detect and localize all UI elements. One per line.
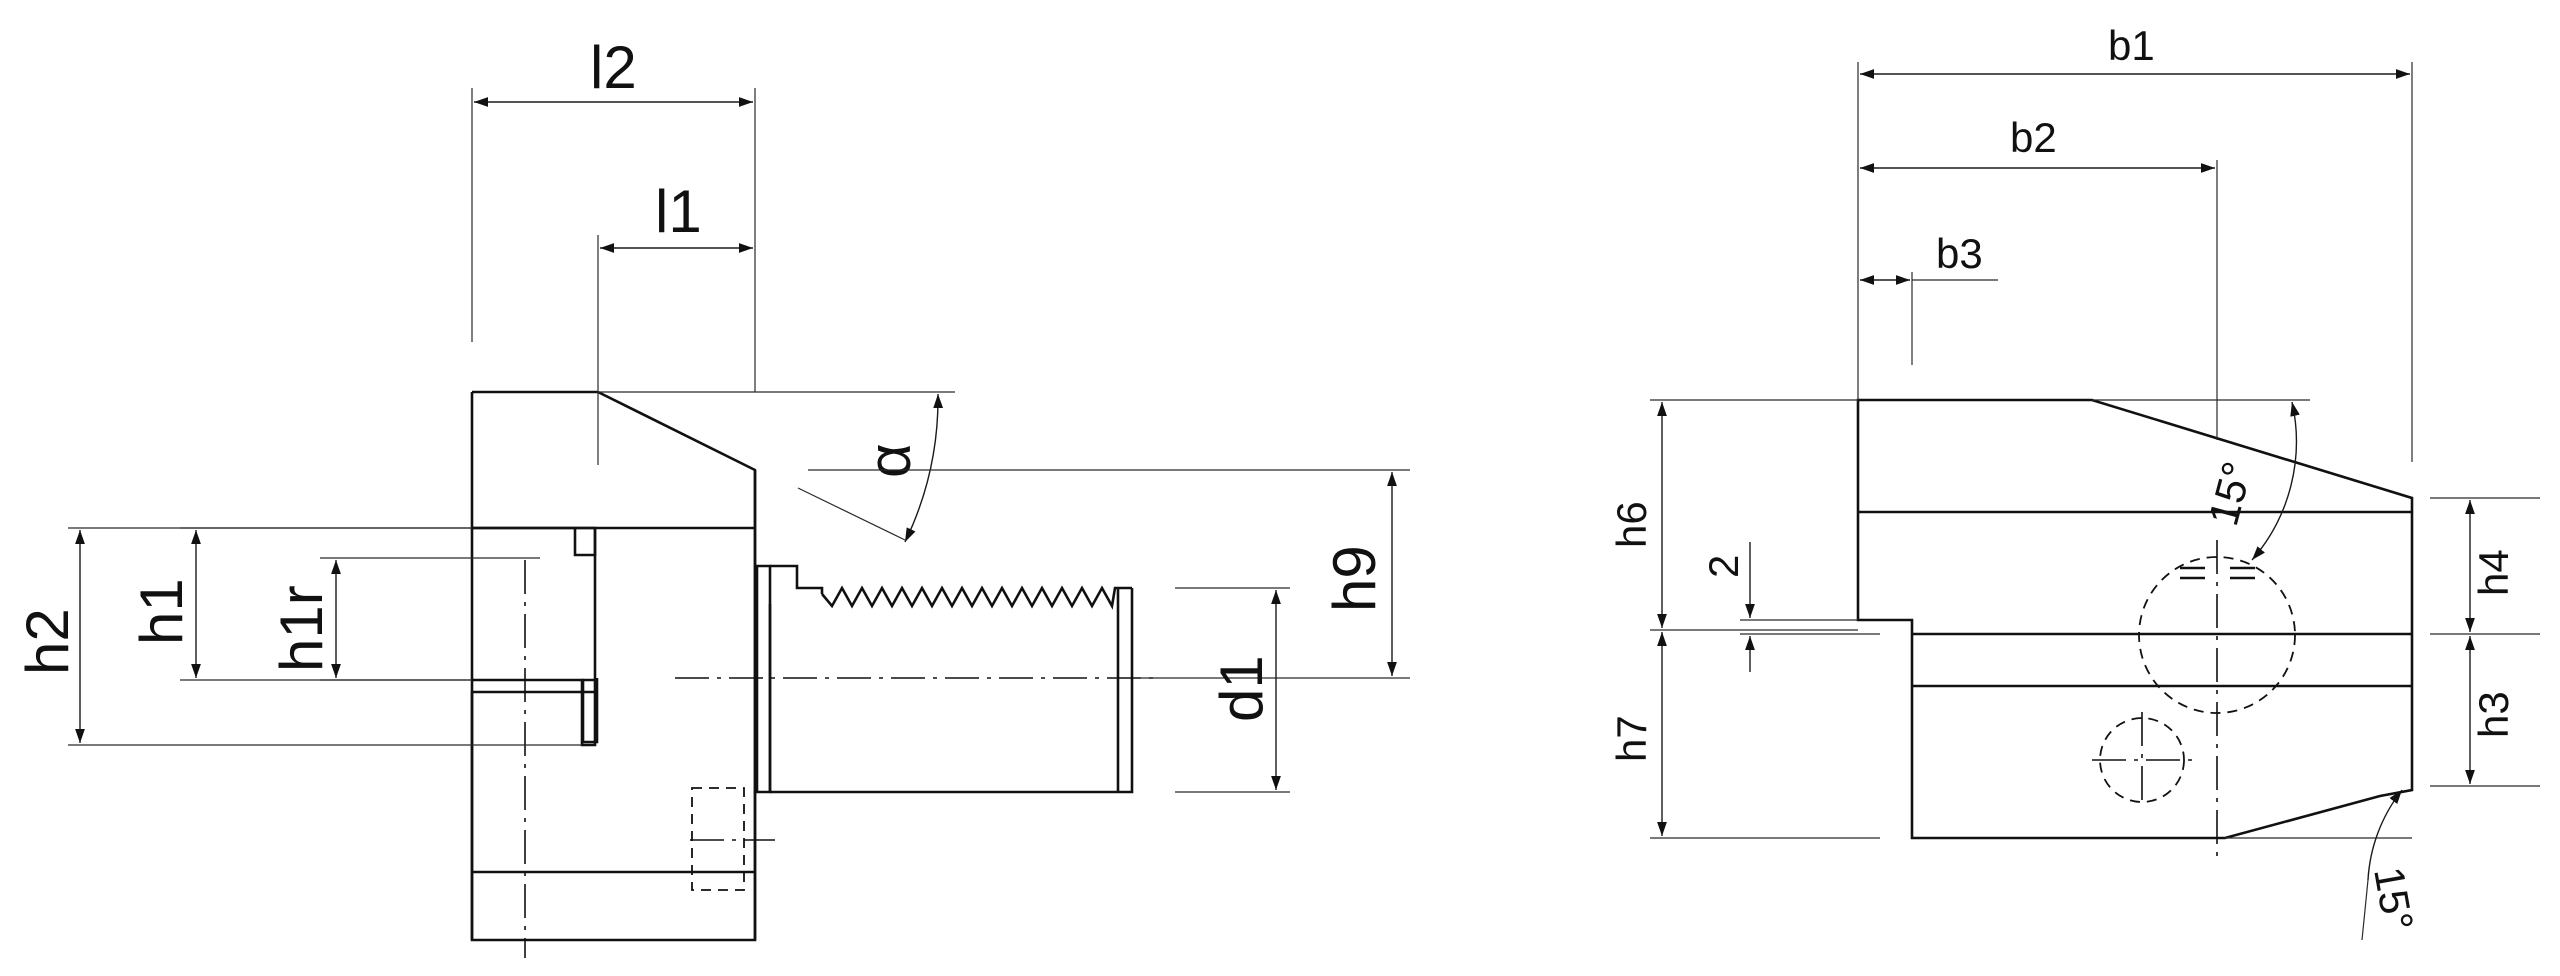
dim-angle-top: 15° <box>2092 399 2310 561</box>
dim-h1: h1 <box>128 527 472 681</box>
label-h2: h2 <box>14 608 81 675</box>
label-h1r: h1r <box>268 585 335 672</box>
dim-h1r: h1r <box>268 557 540 681</box>
hidden-pin <box>691 787 745 891</box>
side-view: l2 l1 α h9 d1 <box>14 34 1410 958</box>
label-angle-top: 15° <box>2199 457 2261 531</box>
label-2: 2 <box>1700 555 1747 578</box>
dim-b1: b1 <box>1857 22 2413 462</box>
label-b2: b2 <box>2010 114 2057 161</box>
label-angle-bottom: 15° <box>2365 863 2422 934</box>
label-h1: h1 <box>128 578 195 645</box>
label-h6: h6 <box>1608 501 1655 548</box>
side-body-outline <box>470 390 757 942</box>
dim-b3: b3 <box>1860 230 1998 365</box>
dim-angle-bottom: 15° <box>2225 789 2422 941</box>
dim-h7: h7 <box>1608 632 1880 839</box>
label-l1: l1 <box>655 178 702 245</box>
dim-h2: h2 <box>14 527 582 746</box>
dim-h6: h6 <box>1608 399 1858 631</box>
label-h3: h3 <box>2470 691 2517 738</box>
label-h7: h7 <box>1608 715 1655 762</box>
dim-h4: h4 <box>2430 497 2540 635</box>
label-h4: h4 <box>2470 549 2517 596</box>
label-b1: b1 <box>2108 22 2155 69</box>
front-body-outline <box>1856 398 2414 840</box>
dim-h9: h9 <box>808 469 1410 679</box>
dim-b2: b2 <box>1860 114 2218 440</box>
front-view: b1 b2 b3 h6 h7 <box>1608 22 2540 941</box>
label-h9: h9 <box>1321 545 1388 612</box>
label-b3: b3 <box>1936 230 1983 277</box>
hidden-pin-circle <box>2099 717 2185 803</box>
shank <box>755 564 1134 794</box>
dim-d1: d1 <box>1175 587 1290 793</box>
label-d1: d1 <box>1208 655 1275 722</box>
label-alpha: α <box>856 443 923 478</box>
label-l2: l2 <box>590 34 637 101</box>
dim-l1: l1 <box>597 178 753 465</box>
front-hidden-circles <box>2099 556 2296 803</box>
dim-alpha: α <box>598 391 955 543</box>
dim-h3: h3 <box>2430 636 2540 787</box>
dim-2: 2 <box>1700 542 1880 672</box>
dim-l2: l2 <box>471 34 756 392</box>
